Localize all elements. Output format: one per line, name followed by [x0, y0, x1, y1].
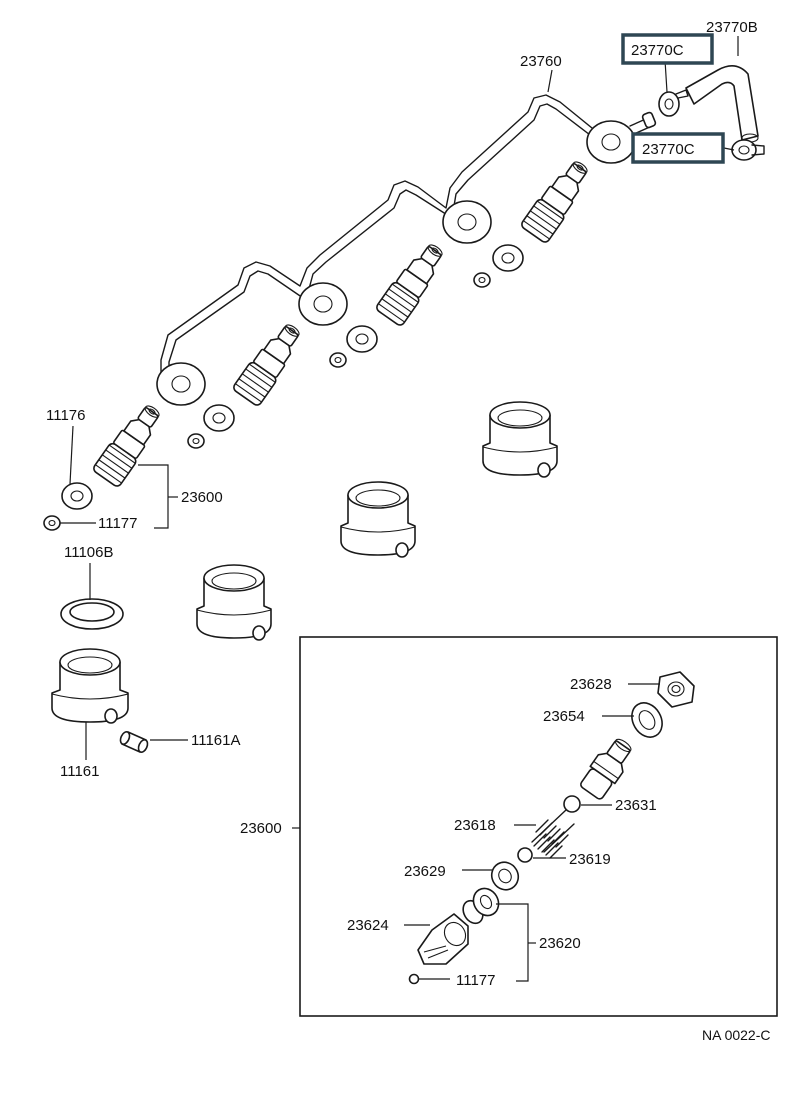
nozzle-holder-sleeve-3 [340, 481, 416, 558]
gasket-detail [408, 973, 420, 985]
callout-23770B: 23770B [706, 19, 758, 36]
spring-seat [517, 847, 533, 863]
detail-box [299, 636, 778, 1017]
pressure-spring [531, 809, 575, 859]
callout-11176: 11176 [46, 407, 86, 424]
nozzle-holder-body [580, 738, 632, 800]
callout-23618: 23618 [454, 817, 496, 834]
gasket-1 [43, 515, 61, 531]
callout-23654: 23654 [543, 708, 585, 725]
pressure-pin-ball [563, 795, 581, 813]
callout-11161A: 11161A [191, 732, 241, 749]
callout-23600-main: 23600 [181, 489, 223, 506]
callout-23600-box: 23600 [240, 820, 282, 837]
banjo-ring-2 [298, 282, 348, 326]
banjo-ring-4 [586, 120, 636, 164]
locating-pin [119, 731, 149, 753]
callout-23770C-side: 23770C [642, 141, 695, 158]
callout-23624: 23624 [347, 917, 389, 934]
gasket-2 [187, 433, 205, 449]
injector-nozzle-4 [521, 161, 588, 243]
seat-washer-2 [203, 404, 235, 432]
cap-nut [657, 671, 695, 708]
banjo-ring-3 [442, 200, 492, 244]
seat-washer-3 [346, 325, 378, 353]
highlight-box-23770C-side [631, 132, 725, 164]
callout-23631: 23631 [615, 797, 657, 814]
callout-23619: 23619 [569, 851, 611, 868]
hose-clamp-bottom [731, 139, 765, 161]
callout-23770C-top: 23770C [631, 42, 684, 59]
seat-washer-1 [61, 482, 93, 510]
callout-23628: 23628 [570, 676, 612, 693]
fuel-hose [685, 65, 759, 143]
fuel-return-pipe [160, 94, 595, 386]
pipe-end-nipple [629, 111, 657, 135]
figure-code: NA 0022-C [702, 1027, 770, 1043]
nozzle-holder-sleeve-1 [51, 648, 129, 724]
seat-washer-4 [492, 244, 524, 272]
nozzle-holder-sleeve-4 [482, 401, 558, 478]
nozzle-tip [462, 887, 500, 925]
washer [631, 702, 663, 738]
nozzle-holder-seal [60, 598, 124, 630]
retaining-nut [417, 913, 469, 965]
gasket-4 [473, 272, 491, 288]
callout-23760: 23760 [520, 53, 562, 70]
injector-nozzle-1 [93, 405, 160, 487]
gasket-3 [329, 352, 347, 368]
highlight-box-23770C-top [621, 33, 714, 65]
nozzle-holder-sleeve-2 [196, 564, 272, 641]
injector-nozzle-2 [233, 324, 300, 406]
callout-11177-box: 11177 [456, 972, 496, 989]
leader-lines [60, 36, 739, 982]
callout-23629: 23629 [404, 863, 446, 880]
distance-piece [490, 861, 520, 891]
banjo-ring-1 [156, 362, 206, 406]
callout-11177-main: 11177 [98, 515, 138, 532]
callout-23620: 23620 [539, 935, 581, 952]
hose-clamp-top [658, 89, 689, 117]
callout-11161: 11161 [60, 763, 100, 780]
injector-nozzle-3 [376, 244, 443, 326]
callout-11106B: 11106B [64, 544, 114, 561]
